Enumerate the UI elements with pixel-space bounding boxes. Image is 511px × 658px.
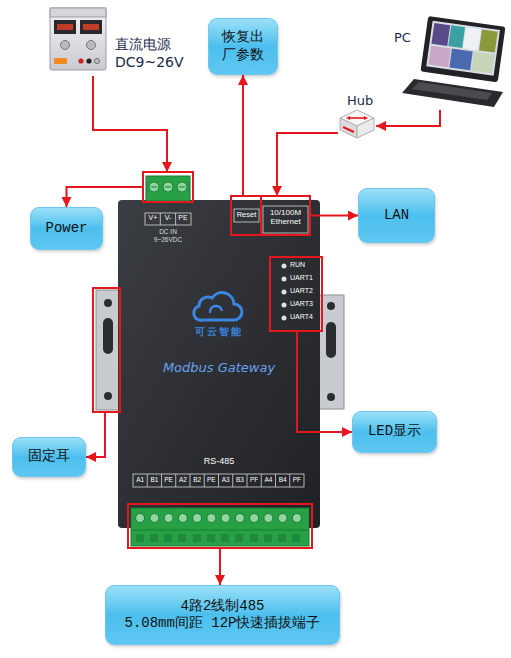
rs485-terminal (131, 508, 309, 546)
connector-arrow (67, 187, 144, 207)
connector-arrow (297, 331, 352, 432)
node-label: Hub (347, 93, 373, 109)
callout-text: 固定耳 (28, 448, 70, 466)
node-label: PC (394, 30, 411, 46)
logo-cloud (210, 306, 222, 313)
pin-label: V- (165, 214, 172, 222)
terminal-label: A4 (264, 476, 272, 483)
terminal-label: PF (293, 476, 301, 483)
led-label: UART2 (290, 287, 313, 295)
highlight-frame (93, 172, 322, 548)
port-label: Reset (237, 211, 257, 220)
reset-callout: 恢复出厂参数 (208, 18, 278, 75)
node-label: Modbus Gateway (163, 360, 275, 376)
gateway-device: 可云智能 Modbus Gateway (118, 200, 320, 528)
led-label: RUN (290, 261, 305, 269)
terminal-label: PF (250, 476, 258, 483)
terminal-label: B2 (193, 476, 201, 483)
terminal-label: PE (207, 476, 216, 483)
terminal-label: B1 (150, 476, 158, 483)
terminal-label: A1 (136, 476, 144, 483)
terminal-label: B3 (236, 476, 244, 483)
callout-text: 5.08mm间距 12P快速插拔端子 (124, 615, 320, 633)
led-callout: LED显示 (352, 411, 437, 453)
terminal-label: A2 (179, 476, 187, 483)
callout-text: 4路2线制485 (180, 598, 264, 616)
pc: PC (388, 15, 508, 110)
hub-icon (340, 110, 374, 138)
port-label: DC IN (159, 228, 177, 235)
callout-text: Power (45, 220, 87, 238)
callout-text: LED显示 (368, 423, 421, 441)
led-label: UART4 (290, 313, 313, 321)
power-terminal (146, 176, 190, 201)
connector-arrow (86, 412, 105, 457)
callout-text: LAN (384, 207, 409, 225)
lan-callout: LAN (358, 188, 435, 243)
led-label: UART3 (290, 300, 313, 308)
hub: Hub (338, 93, 376, 143)
node-label: 直流电源 DC9~26V (115, 36, 187, 71)
label-frame (133, 474, 304, 487)
terminal-label: PE (164, 476, 173, 483)
port-label: RS-485 (204, 456, 235, 466)
led-dot (282, 264, 287, 321)
power-supply: 直流电源 DC9~26V (48, 6, 188, 76)
port-label: 9~26VDC (154, 236, 182, 243)
pin-label: PE (178, 214, 187, 222)
connector-arrow (219, 548, 221, 585)
terminal-label: A3 (222, 476, 230, 483)
connector-arrow (277, 133, 338, 196)
laptop-icon (402, 16, 506, 107)
connector-arrow (376, 110, 440, 126)
connector-arrow (242, 75, 244, 196)
logo-cloud (194, 293, 242, 321)
ear-callout: 固定耳 (12, 437, 86, 477)
pin-label: V+ (149, 214, 158, 222)
connector-arrow (93, 76, 167, 172)
port-label: 10/100M Ethernet (263, 208, 309, 226)
led-label: UART1 (290, 274, 313, 282)
power-callout: Power (30, 207, 103, 250)
device-body (118, 200, 320, 528)
node-label: 可云智能 (195, 326, 243, 339)
terminal-callout: 4路2线制4855.08mm间距 12P快速插拔端子 (105, 585, 340, 645)
power-supply-icon (50, 8, 106, 70)
connector-arrow (310, 215, 358, 217)
terminal-label: B4 (279, 476, 287, 483)
callout-text: 恢复出厂参数 (222, 29, 264, 64)
